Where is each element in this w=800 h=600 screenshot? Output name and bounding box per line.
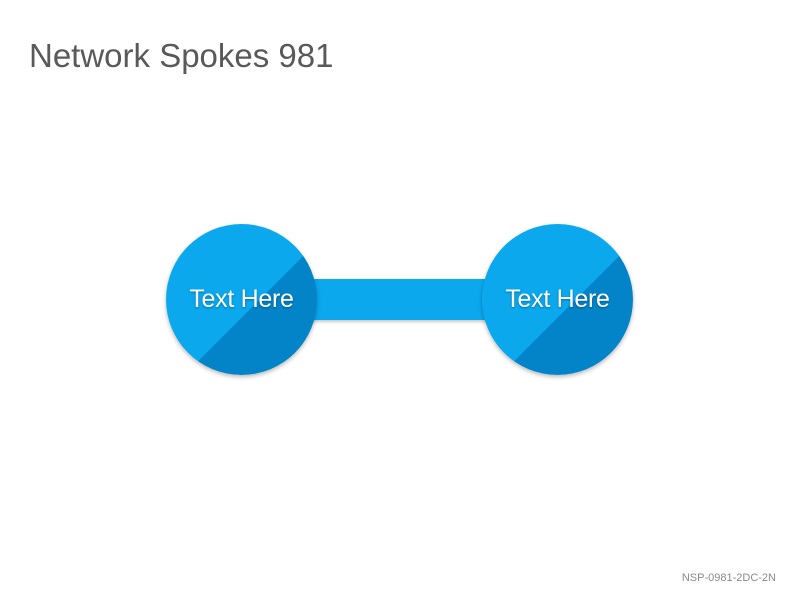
spoke-node-label: Text Here <box>505 285 610 313</box>
slide-title: Network Spokes 981 <box>29 37 334 74</box>
spoke-node-label: Text Here <box>189 285 294 313</box>
spoke-node-left[interactable]: Text Here <box>166 224 317 375</box>
connector-bar <box>300 279 500 320</box>
spoke-node-right[interactable]: Text Here <box>482 224 633 375</box>
slide-code: NSP-0981-2DC-2N <box>681 572 776 584</box>
